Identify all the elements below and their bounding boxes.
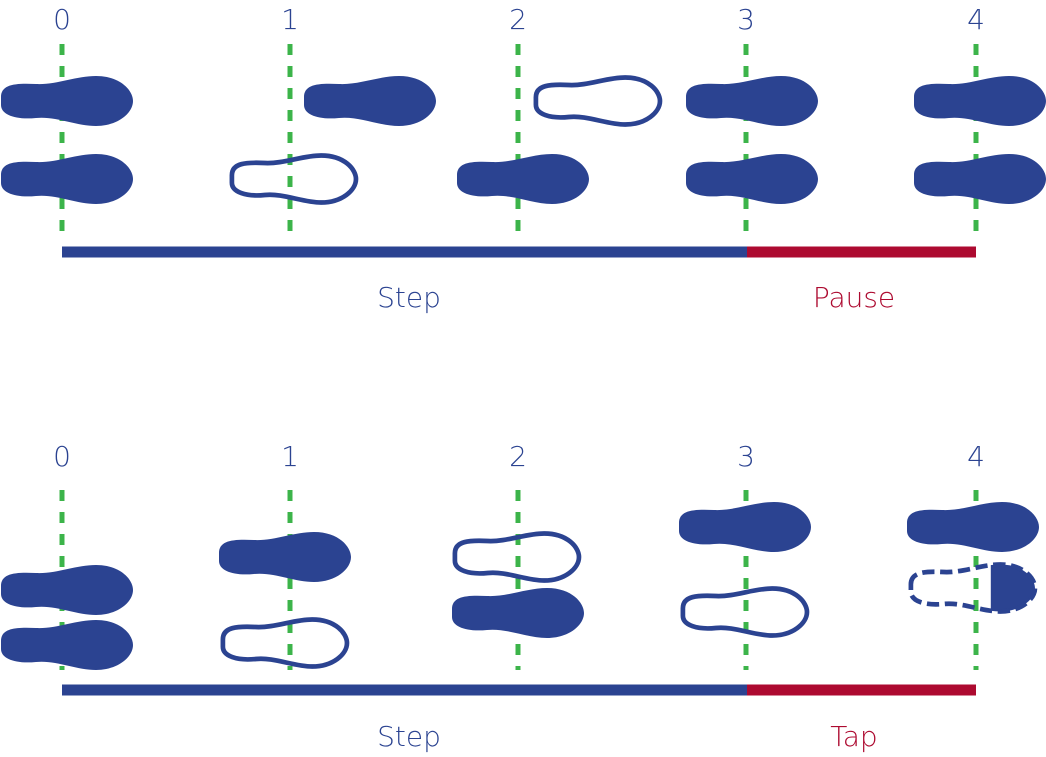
row1-beat3-top-foot [686, 76, 818, 126]
row1-beat1-bottom-foot [232, 156, 356, 203]
row-step-tap: 0 1 2 3 4 Step Tap [1, 440, 1039, 753]
beat-label-4: 4 [967, 440, 985, 473]
beat-label-2: 2 [509, 3, 527, 36]
row2-beat1-bottom-foot [223, 620, 347, 667]
row1-beat4-top-foot [914, 76, 1046, 126]
row2-beat0-bottom-foot [1, 620, 133, 670]
row2-beat4-bottom-foot [911, 565, 1035, 612]
beat-label-4: 4 [967, 3, 985, 36]
row2-beat3-top-foot [679, 502, 811, 552]
row1-beat3-bottom-foot [686, 154, 818, 204]
row-step-pause: 0 1 2 3 4 Step Pause [1, 3, 1046, 314]
beat-label-3: 3 [737, 3, 755, 36]
row2-beat0-top-foot [1, 565, 133, 615]
row1-beat0-bottom-foot [1, 154, 133, 204]
beat-label-2: 2 [509, 440, 527, 473]
row1-beat2-bottom-foot [457, 154, 589, 204]
beat-label-0: 0 [53, 440, 71, 473]
row2-beat4-top-foot [907, 502, 1039, 552]
step-label: Step [377, 720, 441, 753]
step-label: Step [377, 281, 441, 314]
row1-beat4-bottom-foot [914, 154, 1046, 204]
row2-beat1-top-foot [219, 532, 351, 582]
row1-beat0-top-foot [1, 76, 133, 126]
tap-label: Tap [830, 720, 877, 753]
row1-beat1-top-foot [304, 76, 436, 126]
beat-label-1: 1 [281, 440, 299, 473]
row2-beat2-bottom-foot [452, 588, 584, 638]
beat-label-1: 1 [281, 3, 299, 36]
beat-label-0: 0 [53, 3, 71, 36]
pause-label: Pause [813, 281, 895, 314]
beat-label-3: 3 [737, 440, 755, 473]
row1-beat2-top-foot [536, 78, 660, 125]
